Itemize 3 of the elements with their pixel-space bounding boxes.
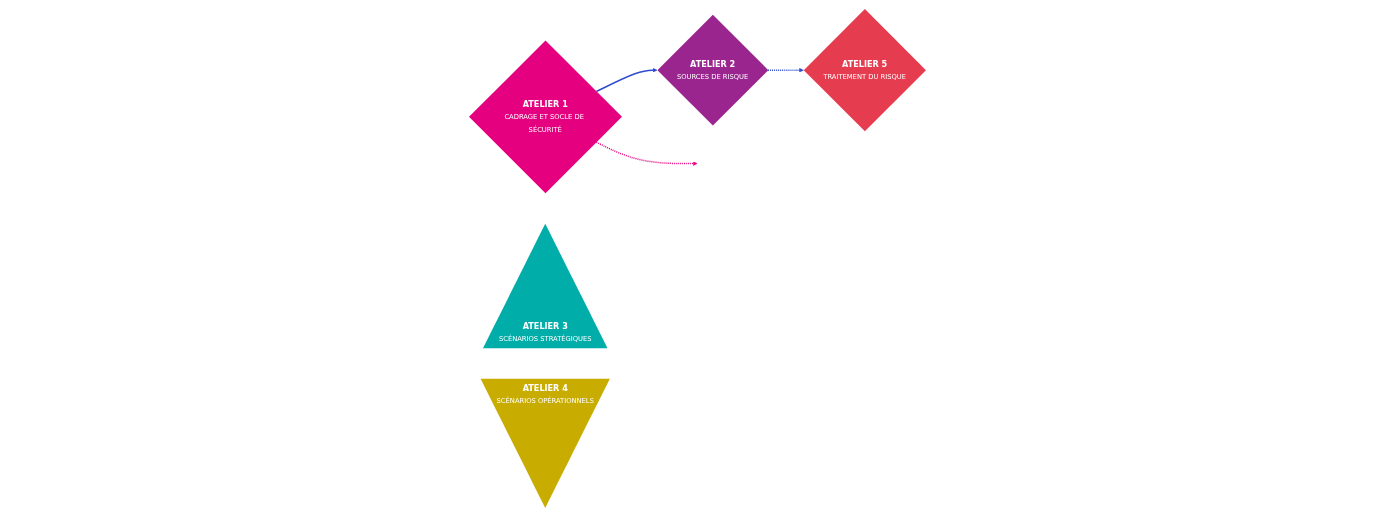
arrow: [767, 67, 804, 73]
arrow: [595, 67, 658, 93]
arrow: [595, 141, 698, 166]
